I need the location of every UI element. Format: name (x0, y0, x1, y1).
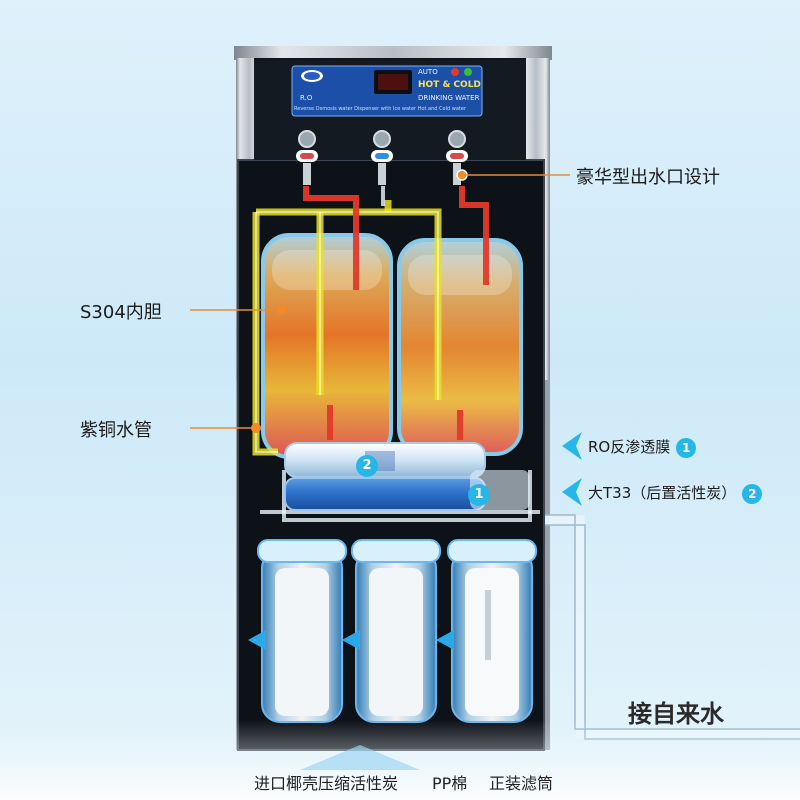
panel-drinking-water-text: DRINKING WATER (418, 94, 480, 102)
label-ro-membrane-text: RO反渗透膜 (588, 438, 671, 456)
label-dispenser-outlet: 豪华型出水口设计 (576, 167, 720, 188)
badge-t33-part: 1 (468, 484, 490, 506)
badge-ro-membrane: 1 (676, 437, 697, 458)
panel-ro-text: R.O (300, 94, 313, 102)
label-ro-membrane: RO反渗透膜 1 (588, 436, 697, 458)
panel-tagline: Reverse Osmosis water Dispenser with Ice… (294, 106, 467, 112)
label-filter-2: PP棉 (432, 774, 468, 793)
badge-t33-filter: 2 (742, 483, 763, 504)
label-t33-filter: 大T33（后置活性炭） 2 (588, 482, 763, 504)
label-copper-pipe: 紫铜水管 (80, 420, 152, 441)
panel-hot-cold-text: HOT & COLD (418, 80, 481, 90)
label-filter-3: 正装滤筒 (489, 774, 554, 793)
label-t33-filter-text: 大T33（后置活性炭） (588, 484, 737, 502)
panel-auto-text: AUTO (418, 68, 438, 76)
label-inner-tank: S304内胆 (80, 302, 162, 323)
label-water-inlet: 接自来水 (628, 700, 724, 728)
label-filter-1: 进口椰壳压缩活性炭 (254, 774, 399, 793)
badge-membrane-part: 2 (356, 455, 378, 477)
